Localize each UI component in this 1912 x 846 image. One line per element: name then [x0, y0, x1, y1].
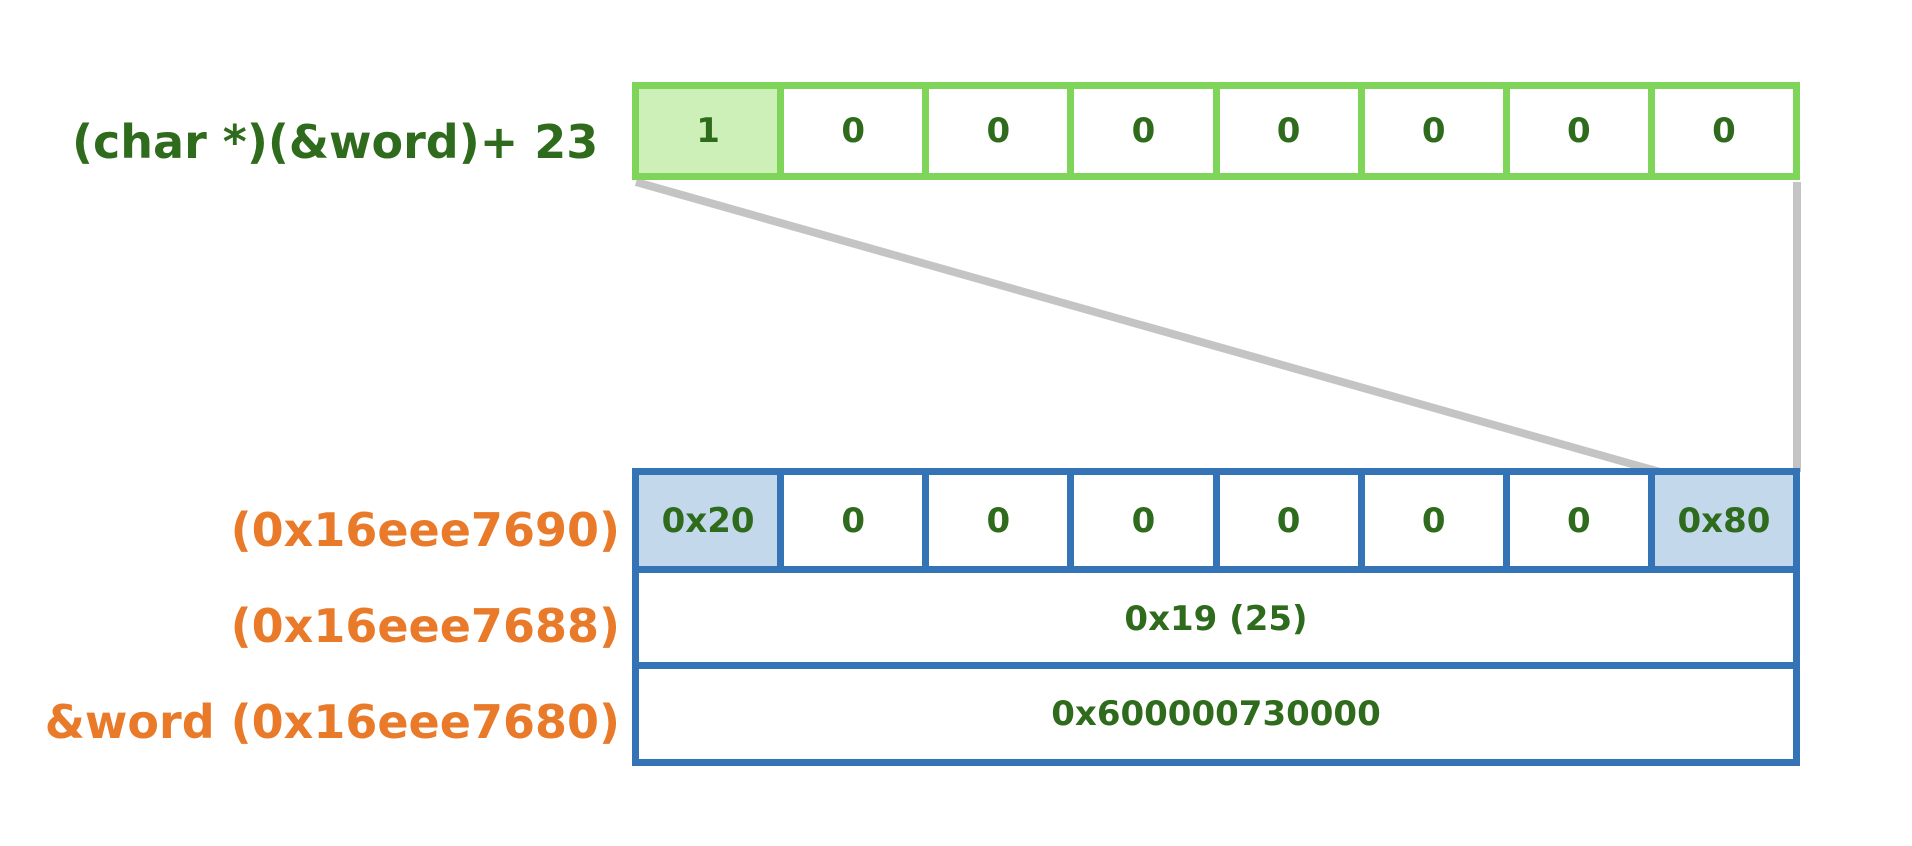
- address-label-row2: (0x16eee7688): [230, 599, 620, 653]
- address-label-row1: (0x16eee7690): [230, 503, 620, 557]
- memory-value: 0x19 (25): [639, 573, 1793, 664]
- byte-cell: 0: [922, 475, 1068, 566]
- bit-cell: 0: [1647, 89, 1793, 173]
- bit-row: 1 0 0 0 0 0 0 0: [632, 82, 1800, 180]
- byte-cell: 0x20: [639, 475, 778, 566]
- memory-row-3: 0x600000730000: [632, 662, 1800, 766]
- bit-cell: 0: [1067, 89, 1213, 173]
- byte-row: 0x20 0 0 0 0 0 0 0x80: [632, 468, 1800, 566]
- byte-cell: 0x80: [1647, 475, 1793, 566]
- byte-cell: 0: [1212, 475, 1358, 566]
- memory-row-2: 0x19 (25): [632, 566, 1800, 664]
- byte-cell: 0: [1067, 475, 1213, 566]
- byte-cell: 0: [1502, 475, 1648, 566]
- byte-cell: 0: [1357, 475, 1503, 566]
- bit-cell: 0: [777, 89, 923, 173]
- bit-cell: 0: [922, 89, 1068, 173]
- memory-value: 0x600000730000: [639, 669, 1793, 759]
- byte-cell: 0: [777, 475, 923, 566]
- connector-left-line: [634, 178, 1662, 476]
- bit-cell: 0: [1502, 89, 1648, 173]
- top-pointer-label: (char *)(&word)+ 23: [72, 115, 599, 169]
- bit-cell: 0: [1357, 89, 1503, 173]
- bit-cell: 1: [639, 89, 778, 173]
- bit-cell: 0: [1212, 89, 1358, 173]
- address-label-row3: &word (0x16eee7680): [44, 695, 620, 749]
